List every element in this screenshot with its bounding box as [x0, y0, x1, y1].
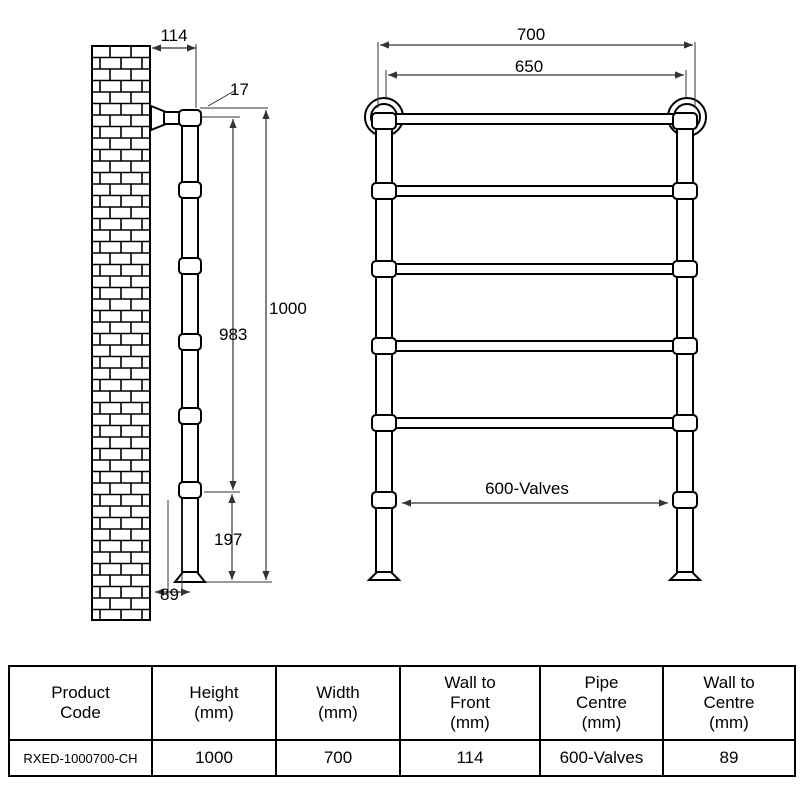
table-row: RXED-1000700-CH 1000 700 114 600-Valves …	[8, 739, 796, 777]
dim-wall-to-centre: 89	[160, 585, 179, 604]
post-joint	[672, 414, 698, 432]
dim-total-height: 1000	[269, 299, 307, 318]
post-joint	[672, 260, 698, 278]
header-height: Height (mm)	[151, 665, 277, 741]
pipe-joint	[178, 181, 202, 199]
right-foot	[667, 571, 703, 581]
cell-wall-to-front: 114	[399, 739, 541, 777]
towel-rail	[391, 263, 678, 275]
dim-wall-to-front: 114	[160, 26, 187, 45]
header-width: Width (mm)	[275, 665, 401, 741]
post-joint	[672, 112, 698, 130]
dim-wall-offset: 17	[230, 80, 249, 99]
post-joint	[371, 491, 397, 509]
pipe-joint	[178, 257, 202, 275]
towel-rail	[391, 417, 678, 429]
left-foot	[366, 571, 402, 581]
header-wall-to-centre: Wall to Centre (mm)	[662, 665, 796, 741]
cell-width: 700	[275, 739, 401, 777]
table-header-row: Product Code Height (mm) Width (mm) Wall…	[8, 665, 796, 741]
header-product-code: Product Code	[8, 665, 153, 741]
post-joint	[371, 182, 397, 200]
cell-pipe-centre: 600-Valves	[539, 739, 664, 777]
technical-drawing: 114 17 983 1000 197 89	[91, 25, 707, 621]
dim-overall-width: 700	[517, 25, 545, 44]
brick-wall	[91, 45, 151, 621]
post-joint	[672, 491, 698, 509]
pipe-joint	[178, 109, 202, 127]
post-joint	[371, 337, 397, 355]
post-joint	[371, 112, 397, 130]
post-joint	[672, 337, 698, 355]
side-joints	[178, 109, 202, 499]
post-joint	[371, 414, 397, 432]
header-pipe-centre: Pipe Centre (mm)	[539, 665, 664, 741]
side-view: 114 17 983 1000 197 89	[91, 26, 307, 621]
header-wall-to-front: Wall to Front (mm)	[399, 665, 541, 741]
cell-height: 1000	[151, 739, 277, 777]
towel-rail	[391, 113, 678, 125]
cell-wall-to-centre: 89	[662, 739, 796, 777]
post-joint	[371, 260, 397, 278]
front-view: 700 650 600-Valves	[364, 25, 707, 581]
pipe-joint	[178, 407, 202, 425]
dim-valve-height: 197	[214, 530, 242, 549]
dim-valve-centres: 600-Valves	[485, 479, 569, 498]
cell-product-code: RXED-1000700-CH	[8, 739, 153, 777]
towel-rail	[391, 185, 678, 197]
front-joints	[371, 112, 698, 509]
side-foot	[172, 571, 208, 583]
pipe-joint	[178, 333, 202, 351]
towel-rail	[391, 340, 678, 352]
pipe-joint	[178, 481, 202, 499]
dim-pipe-height: 983	[219, 325, 247, 344]
dim-bar-width: 650	[515, 57, 543, 76]
spec-table: Product Code Height (mm) Width (mm) Wall…	[8, 665, 796, 777]
rails	[391, 113, 678, 429]
post-joint	[672, 182, 698, 200]
